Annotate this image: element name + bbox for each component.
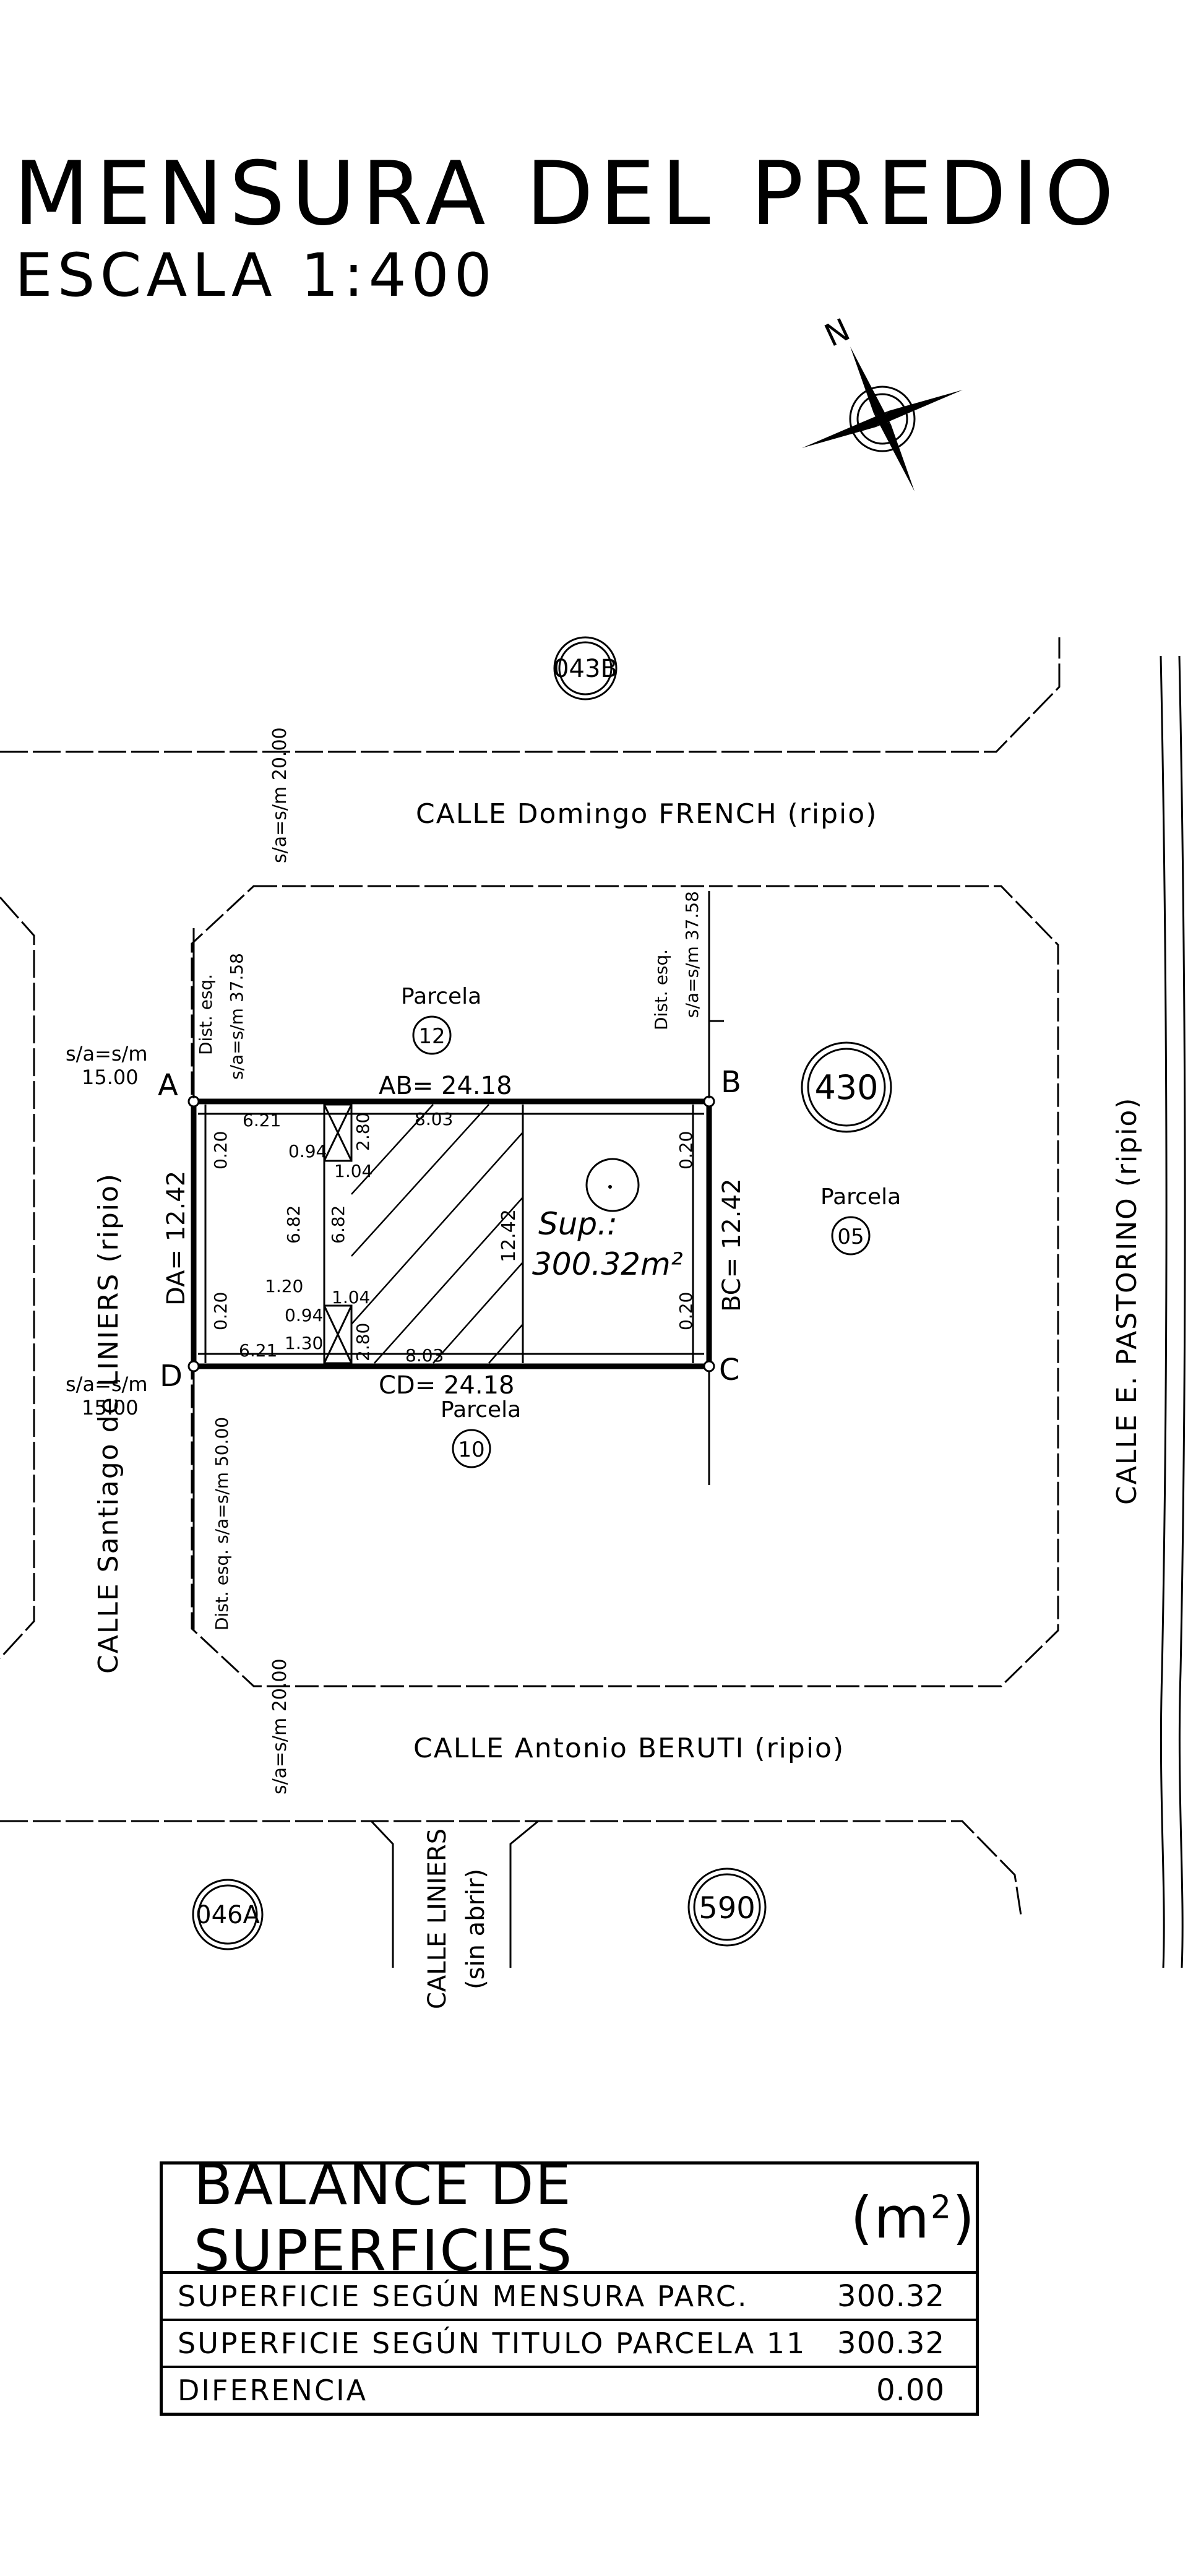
dim-094-bottom: 0.94 xyxy=(285,1305,323,1325)
dim-280-bottom: 2.80 xyxy=(353,1323,373,1361)
street-liniers: CALLE LINIERS xyxy=(423,1829,452,2009)
block-043b-label: 043B xyxy=(553,655,618,683)
balance-unit-close: ) xyxy=(952,2184,976,2251)
dim-1242-inner: 12.42 xyxy=(498,1209,520,1262)
dim-130: 1.30 xyxy=(285,1333,323,1353)
side-cd: CD= 24.18 xyxy=(379,1371,514,1400)
side-bc: BC= 12.42 xyxy=(718,1179,746,1312)
dim-094-top: 0.94 xyxy=(288,1141,327,1161)
balance-row-label: SUPERFICIE SEGÚN MENSURA PARC. xyxy=(178,2280,749,2313)
lot-abcd xyxy=(187,1095,715,1372)
balance-row: SUPERFICIE SEGÚN MENSURA PARC. 300.32 xyxy=(163,2274,976,2321)
sa-2000-top: s/a=s/m 20.00 xyxy=(269,727,291,863)
dim-682-right: 6.82 xyxy=(328,1205,348,1244)
balance-unit-base: (m xyxy=(850,2184,931,2251)
balance-row-value: 300.32 xyxy=(837,2279,945,2314)
dim-682-left: 6.82 xyxy=(283,1205,304,1244)
vertex-b: B xyxy=(721,1065,741,1100)
block-043b: 043B xyxy=(553,636,618,700)
street-north: CALLE Domingo FRENCH (ripio) xyxy=(416,798,877,830)
sa-1500-top-val: 15.00 xyxy=(82,1066,139,1089)
balance-unit: (m2) xyxy=(850,2185,976,2251)
balance-table: BALANCE DE SUPERFICIES (m2) SUPERFICIE S… xyxy=(160,2152,979,2416)
side-ab: AB= 24.18 xyxy=(379,1072,512,1100)
area-label: Sup.: xyxy=(538,1206,618,1242)
balance-title-row: BALANCE DE SUPERFICIES (m2) xyxy=(163,2152,976,2284)
block-590-label: 590 xyxy=(699,1891,755,1926)
balance-unit-exp: 2 xyxy=(931,2188,953,2226)
vertex-a: A xyxy=(158,1068,178,1103)
dim-020-right-bottom: 0.20 xyxy=(676,1292,696,1330)
balance-row-label: SUPERFICIE SEGÚN TITULO PARCELA 11 xyxy=(178,2327,807,2360)
balance-title: BALANCE DE SUPERFICIES xyxy=(194,2152,574,2284)
vertex-d: D xyxy=(160,1359,183,1394)
dim-120: 1.20 xyxy=(265,1276,303,1296)
vertex-c: C xyxy=(719,1353,740,1387)
side-da: DA= 12.42 xyxy=(162,1171,191,1306)
dim-020-left-bottom: 0.20 xyxy=(210,1292,231,1330)
street-west: CALLE Santiago de LINIERS (ripio) xyxy=(93,1173,124,1674)
street-east: CALLE E. PASTORINO (ripio) xyxy=(1111,1097,1143,1505)
dim-020-left-top: 0.20 xyxy=(210,1131,231,1170)
street-lines xyxy=(0,637,1186,1968)
street-liniers-note: (sin abrir) xyxy=(462,1869,490,1989)
parcel-east-number: 05 xyxy=(837,1225,864,1249)
dim-280-top: 2.80 xyxy=(353,1113,373,1151)
area-value: 300.32m² xyxy=(532,1246,683,1282)
balance-row-value: 0.00 xyxy=(876,2373,945,2408)
balance-row: SUPERFICIE SEGÚN TITULO PARCELA 11 300.3… xyxy=(163,2321,976,2368)
sa-1500-bottom: s/a=s/m xyxy=(66,1372,148,1396)
parcel-east-label: Parcela xyxy=(820,1184,901,1210)
dim-104-top: 1.04 xyxy=(334,1161,372,1181)
sa-1500-bottom-val: 15.00 xyxy=(82,1396,139,1419)
block-430: 430 xyxy=(801,1041,892,1133)
sa-1500-top: s/a=s/m xyxy=(66,1042,148,1066)
north-label: N xyxy=(819,312,855,354)
sa-3758-left: s/a=s/m 37.58 xyxy=(226,953,247,1080)
balance-row-label: DIFERENCIA xyxy=(178,2374,368,2407)
dim-104-bottom: 1.04 xyxy=(332,1287,370,1307)
dim-621-top: 6.21 xyxy=(243,1110,281,1131)
block-590: 590 xyxy=(687,1867,767,1947)
balance-row-value: 300.32 xyxy=(837,2326,945,2361)
plan-title: MENSURA DEL PREDIO xyxy=(14,143,1120,245)
parcel-north-label: Parcela xyxy=(401,984,481,1009)
street-south: CALLE Antonio BERUTI (ripio) xyxy=(413,1733,845,1764)
dist-esq-5000: Dist. esq. s/a=s/m 50.00 xyxy=(212,1417,232,1630)
sa-2000-bottom: s/a=s/m 20.00 xyxy=(269,1658,291,1794)
parcel-south-label: Parcela xyxy=(441,1397,521,1423)
block-046a: 046A xyxy=(192,1879,264,1950)
dim-803-bottom: 8.03 xyxy=(405,1345,444,1366)
balance-row: DIFERENCIA 0.00 xyxy=(163,2368,976,2413)
dim-020-right-top: 0.20 xyxy=(676,1131,696,1170)
block-430-label: 430 xyxy=(814,1068,878,1107)
dist-esq-left: Dist. esq. xyxy=(196,974,216,1055)
dim-621-bottom: 6.21 xyxy=(239,1340,277,1361)
plan-scale: ESCALA 1:400 xyxy=(15,241,497,310)
sa-3758-right: s/a=s/m 37.58 xyxy=(682,891,702,1018)
dim-803-top: 8.03 xyxy=(415,1109,453,1129)
parcel-south-number: 10 xyxy=(458,1437,484,1462)
north-arrow-icon: N xyxy=(802,312,963,491)
dist-esq-right: Dist. esq. xyxy=(651,949,671,1030)
parcel-north-number: 12 xyxy=(418,1024,445,1049)
block-046a-label: 046A xyxy=(196,1901,260,1929)
